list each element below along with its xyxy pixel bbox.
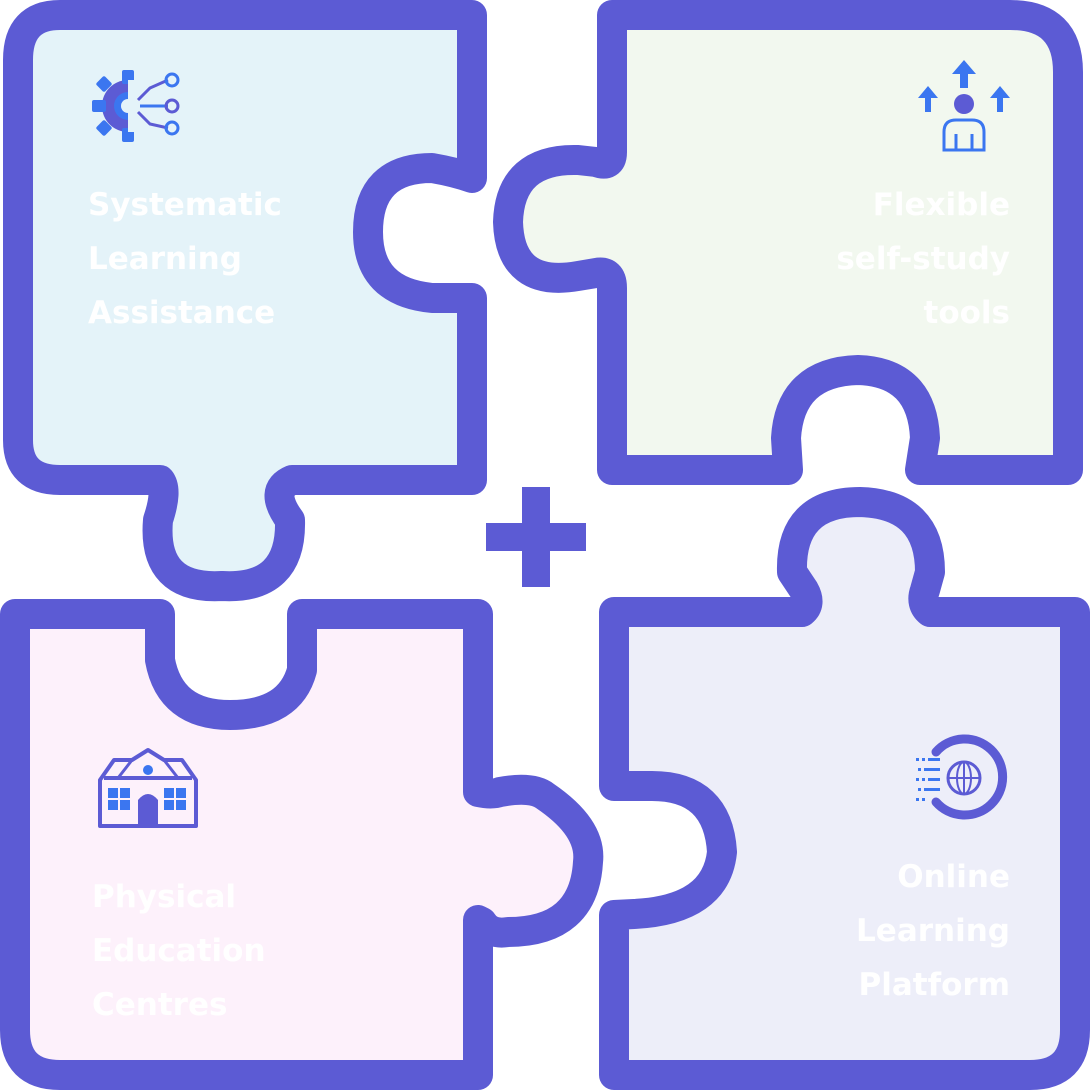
label-line: Flexible [872, 187, 1010, 223]
label-line: Systematic [88, 187, 282, 223]
label-flexible: Flexible self-study tools [836, 178, 1010, 340]
gear-circuit-icon [92, 70, 180, 142]
piece-shape-physical [0, 599, 604, 1090]
person-growth-arrows-icon [918, 60, 1010, 152]
label-line: Physical [92, 879, 236, 915]
label-line: Centres [92, 987, 228, 1023]
label-physical: Physical Education Centres [92, 870, 266, 1032]
label-line: self-study [836, 241, 1010, 277]
puzzle-piece-systematic [3, 0, 487, 602]
piece-shape-online [599, 487, 1090, 1090]
puzzle-piece-online [599, 487, 1090, 1090]
label-line: Learning [88, 241, 242, 277]
label-line: Learning [856, 913, 1010, 949]
piece-shape-flexible [493, 0, 1083, 485]
label-line: Platform [858, 967, 1010, 1003]
school-building-icon [98, 748, 198, 828]
label-line: Assistance [88, 295, 276, 331]
plus-symbol [486, 487, 586, 587]
label-line: Education [92, 933, 266, 969]
label-line: Online [897, 859, 1010, 895]
puzzle-piece-physical [0, 599, 604, 1090]
label-online: Online Learning Platform [856, 850, 1010, 1012]
piece-shape-systematic [3, 0, 487, 602]
puzzle-piece-flexible [493, 0, 1083, 485]
label-systematic: Systematic Learning Assistance [88, 178, 282, 340]
plus-horizontal-bar [486, 523, 586, 551]
online-globe-icon [916, 734, 1008, 820]
label-line: tools [923, 295, 1011, 331]
